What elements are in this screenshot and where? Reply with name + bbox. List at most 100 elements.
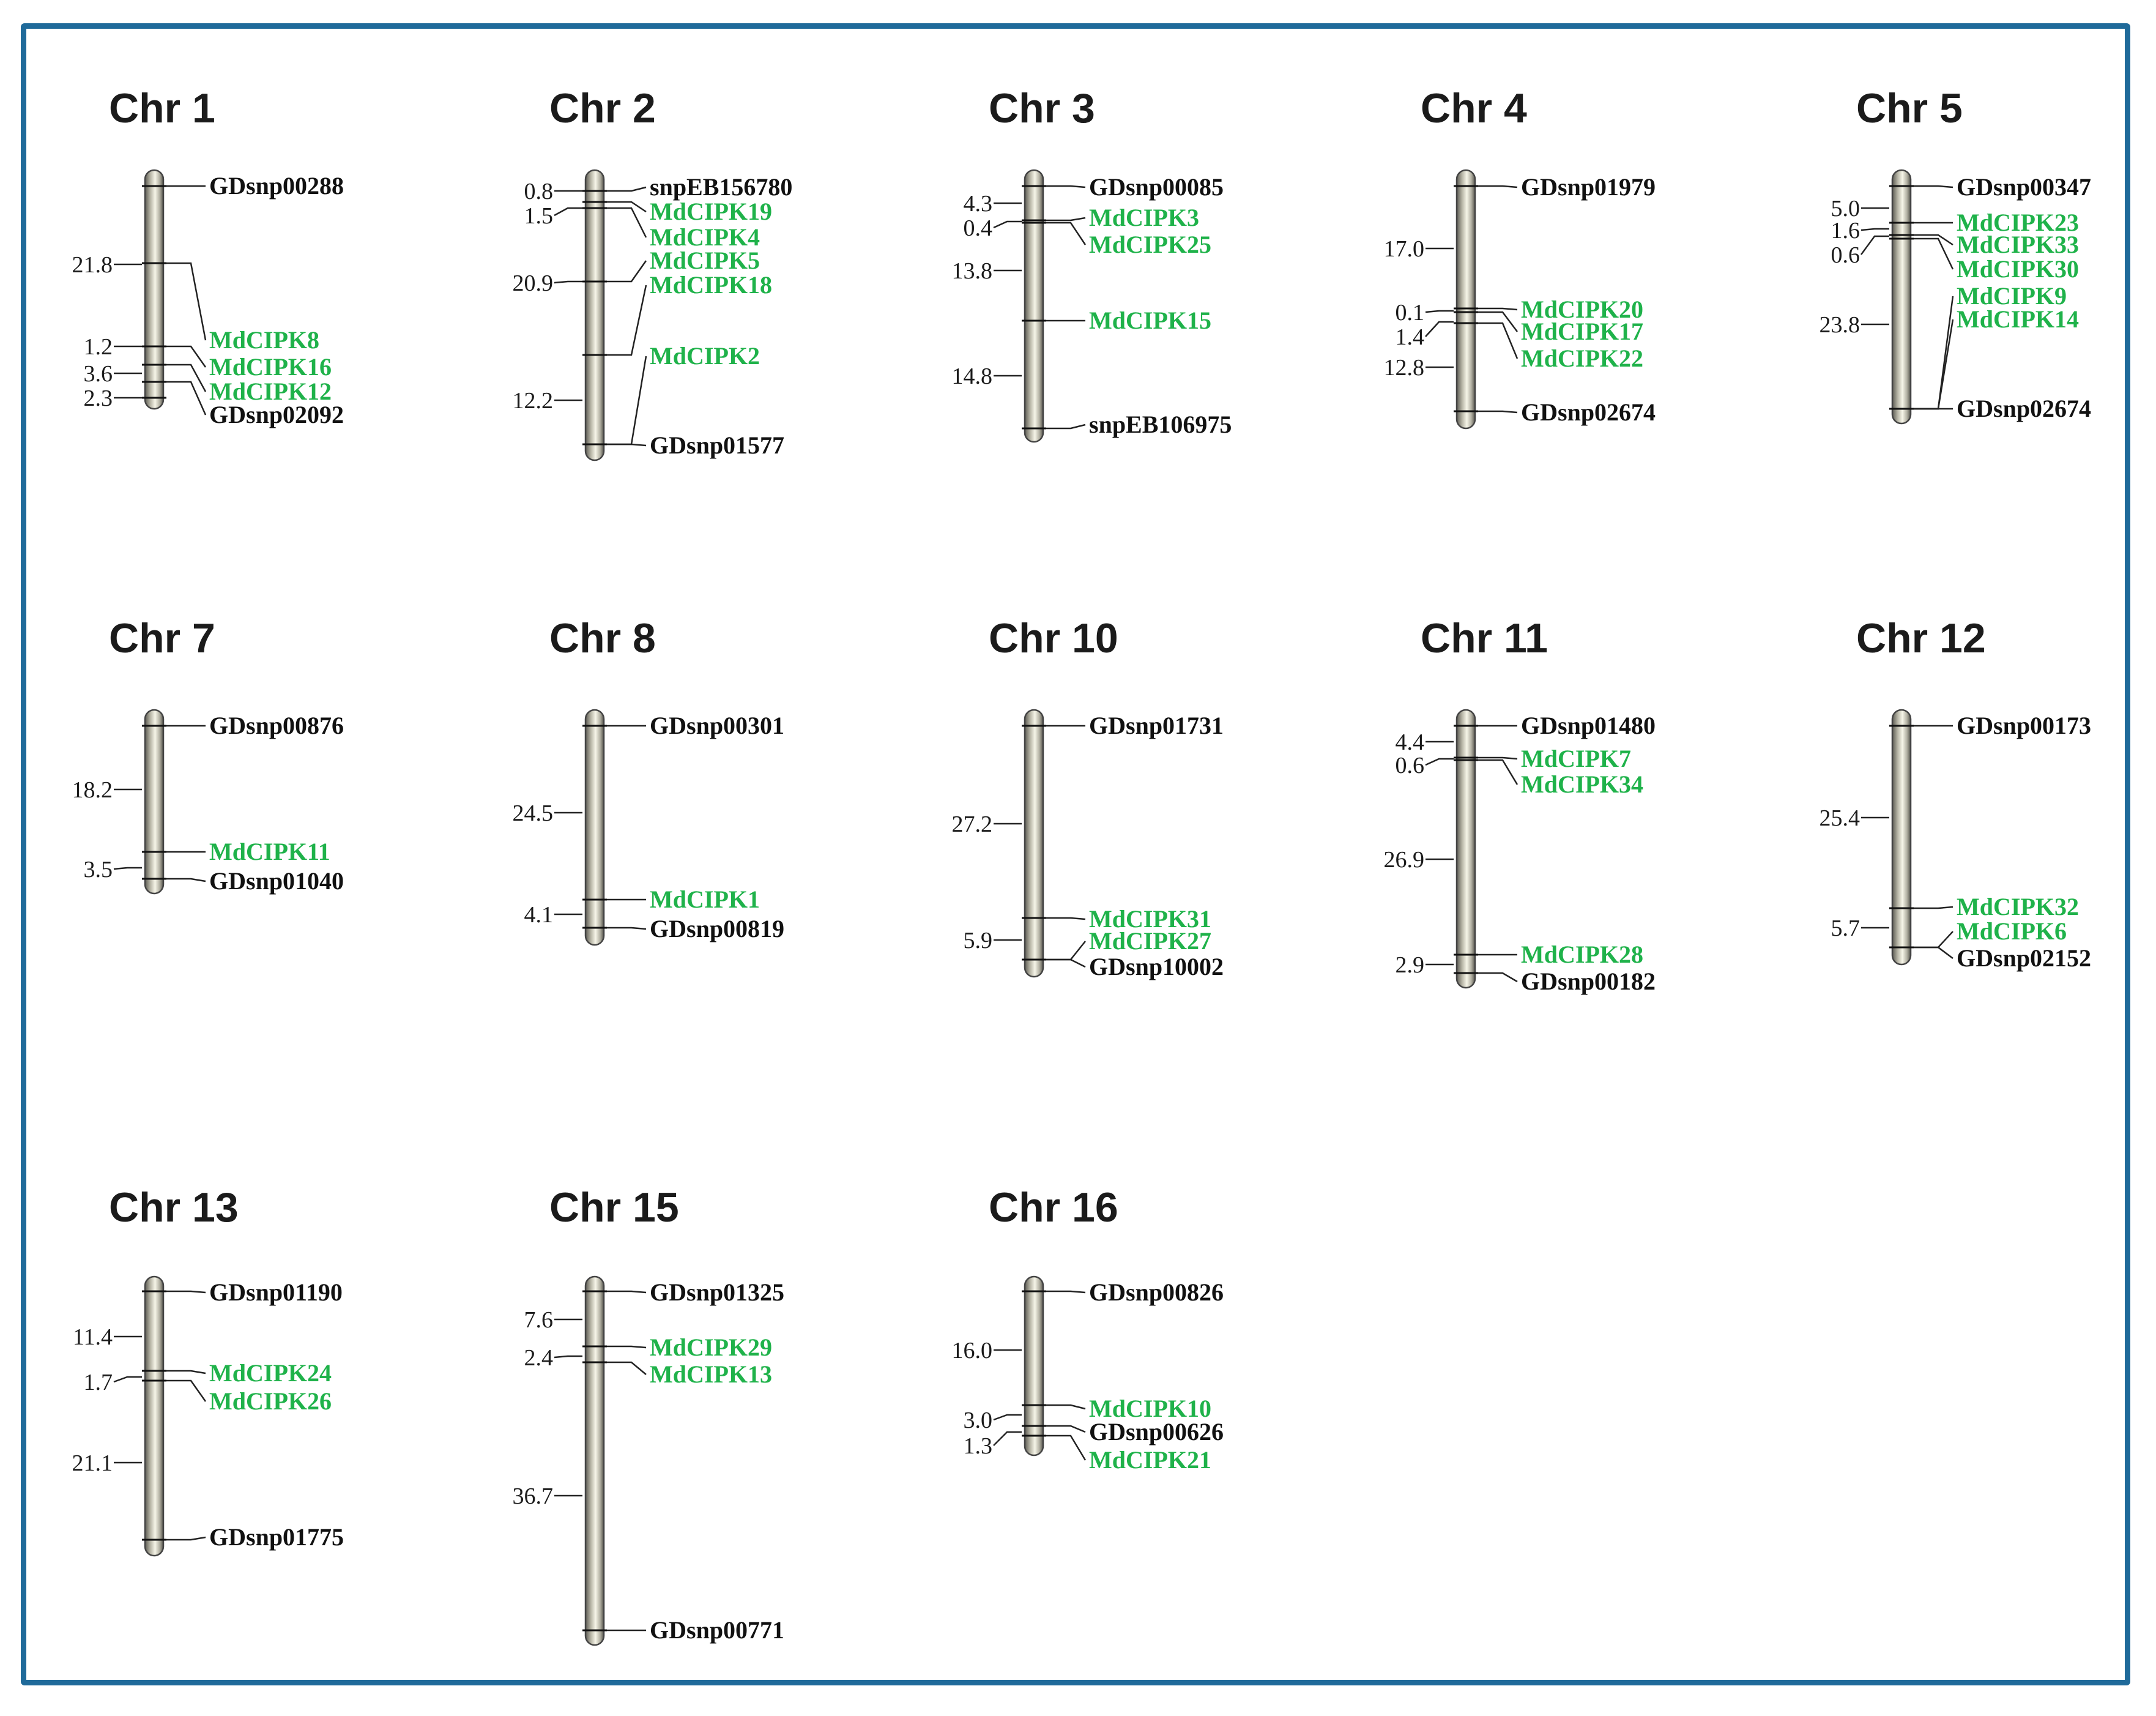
chromosome-bar — [1455, 169, 1476, 430]
gene-label: MdCIPK34 — [1521, 770, 1643, 798]
chromosome-bar — [144, 1275, 165, 1557]
distance-label: 0.6 — [1396, 753, 1425, 778]
gene-label: MdCIPK11 — [209, 838, 330, 865]
distance-connector — [1860, 235, 1889, 255]
marker-connector — [607, 1290, 647, 1294]
gene-label: MdCIPK28 — [1521, 941, 1643, 968]
distance-label: 3.5 — [84, 857, 113, 882]
chromosome-bar — [1455, 709, 1476, 989]
marker-connector — [607, 356, 647, 446]
marker-connector — [1478, 185, 1518, 188]
marker-connector — [166, 345, 207, 368]
distance-connector — [1425, 310, 1454, 313]
chromosome-title: Chr 16 — [989, 1184, 1118, 1231]
marker-connector — [1914, 237, 1954, 270]
gene-label: MdCIPK17 — [1521, 318, 1643, 345]
marker-connector — [166, 364, 207, 392]
marker-label: GDsnp00771 — [650, 1616, 784, 1644]
gene-label: MdCIPK14 — [1957, 305, 2079, 333]
distance-label: 0.4 — [964, 215, 993, 241]
distance-label: 18.2 — [72, 777, 113, 803]
marker-connector — [607, 207, 647, 238]
distance-label: 1.2 — [84, 334, 113, 360]
distance-label: 13.8 — [952, 258, 993, 284]
distance-label: 5.7 — [1831, 916, 1860, 941]
marker-label: GDsnp01577 — [650, 431, 784, 459]
marker-label: GDsnp00876 — [209, 712, 344, 739]
marker-connector — [1478, 759, 1518, 785]
chromosome-bar — [1891, 709, 1912, 966]
chr-1: Chr 1GDsnp00288MdCIPK8MdCIPK16MdCIPK12GD… — [72, 85, 344, 428]
marker-label: GDsnp00626 — [1089, 1418, 1224, 1446]
gene-label: MdCIPK19 — [650, 198, 772, 225]
distance-label: 0.6 — [1831, 242, 1860, 268]
marker-label: GDsnp01775 — [209, 1523, 344, 1551]
marker-label: GDsnp00182 — [1521, 968, 1656, 995]
marker-connector — [1914, 319, 1954, 410]
gene-label: MdCIPK21 — [1089, 1446, 1211, 1474]
marker-connector — [1914, 931, 1953, 949]
gene-label: MdCIPK23 — [1957, 209, 2079, 236]
chromosome-bar — [144, 709, 165, 895]
gene-label: MdCIPK15 — [1089, 307, 1211, 334]
distance-connector — [554, 280, 582, 284]
distance-label: 24.5 — [513, 800, 554, 826]
marker-label: snpEB106975 — [1089, 411, 1232, 438]
marker-connector — [1046, 958, 1086, 968]
marker-label: GDsnp00173 — [1957, 712, 2091, 739]
marker-label: GDsnp01040 — [209, 867, 344, 895]
marker-connector — [1046, 222, 1087, 245]
marker-connector — [166, 878, 206, 882]
distance-label: 5.9 — [964, 928, 993, 953]
marker-label: GDsnp00826 — [1089, 1278, 1224, 1306]
marker-connector — [607, 201, 647, 213]
marker-label: GDsnp00085 — [1089, 173, 1224, 201]
marker-connector — [607, 443, 647, 447]
chr-2: Chr 2snpEB156780MdCIPK19MdCIPK4MdCIPK5Md… — [513, 85, 792, 461]
gene-label: MdCIPK30 — [1957, 255, 2079, 283]
gene-label: MdCIPK4 — [650, 223, 760, 251]
distance-label: 2.3 — [84, 386, 113, 411]
marker-label: snpEB156780 — [650, 173, 792, 201]
marker-connector — [1046, 941, 1086, 961]
marker-label: GDsnp00819 — [650, 915, 784, 942]
chromosome-title: Chr 7 — [109, 615, 215, 662]
marker-connector — [607, 1345, 647, 1349]
marker-connector — [166, 1370, 206, 1375]
marker-connector — [1046, 423, 1086, 430]
distance-label: 2.9 — [1396, 952, 1425, 978]
marker-connector — [1046, 1434, 1087, 1461]
marker-connector — [1478, 311, 1518, 332]
marker-connector — [1046, 1404, 1086, 1410]
marker-label: GDsnp01480 — [1521, 712, 1656, 739]
gene-label: MdCIPK7 — [1521, 745, 1631, 772]
distance-label: 26.9 — [1384, 847, 1425, 873]
chromosome-title: Chr 8 — [549, 615, 656, 662]
gene-label: MdCIPK1 — [650, 886, 760, 913]
distance-connector — [993, 220, 1022, 229]
marker-label: GDsnp01325 — [650, 1278, 784, 1306]
distance-label: 27.2 — [952, 811, 993, 837]
marker-connector — [166, 381, 207, 416]
chromosome-title: Chr 15 — [549, 1184, 679, 1231]
marker-label: GDsnp01731 — [1089, 712, 1224, 739]
distance-label: 4.1 — [524, 902, 554, 928]
gene-label: MdCIPK32 — [1957, 893, 2079, 920]
chromosome-bar — [144, 169, 165, 410]
chr-10: Chr 10GDsnp01731MdCIPK31MdCIPK27GDsnp100… — [952, 615, 1224, 980]
marker-label: GDsnp10002 — [1089, 953, 1224, 980]
distance-label: 4.4 — [1396, 729, 1425, 755]
marker-label: GDsnp02152 — [1957, 944, 2091, 972]
marker-connector — [607, 927, 647, 930]
marker-connector — [1914, 234, 1953, 246]
chromosome-bar — [1891, 169, 1912, 425]
distance-label: 3.0 — [964, 1408, 993, 1433]
distance-label: 17.0 — [1384, 236, 1425, 262]
chromosome-title: Chr 5 — [1856, 85, 1963, 132]
chromosome-bar — [584, 709, 605, 946]
marker-connector — [1914, 906, 1953, 909]
distance-connector — [1425, 321, 1454, 337]
chromosome-bar — [1024, 169, 1044, 443]
gene-label: MdCIPK8 — [209, 326, 319, 354]
